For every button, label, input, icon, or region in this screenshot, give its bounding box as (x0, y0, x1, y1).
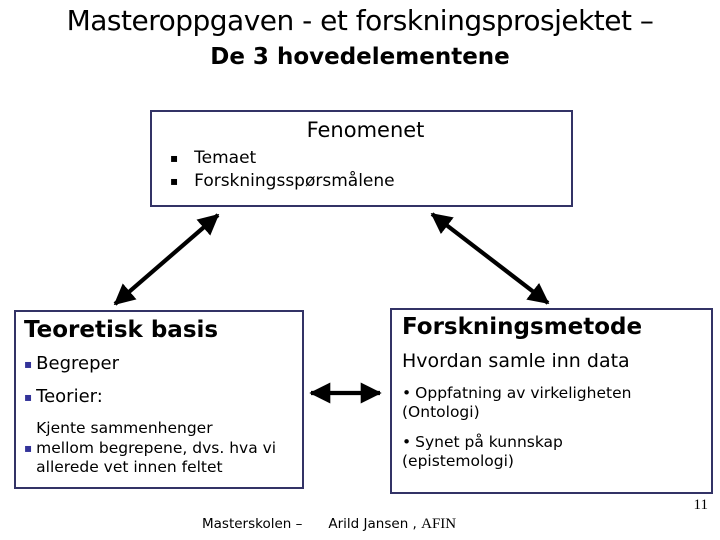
forskningsmetode-bullet: Oppfatning av virkeligheten (Ontologi) (402, 384, 632, 421)
list-item: ▪ Temaet (170, 148, 561, 168)
fenomenet-bullet: Forskningsspørsmålene (194, 171, 395, 191)
footer-author: Arild Jansen , (328, 516, 417, 532)
list-item: ▪ Forskningsspørsmålene (170, 171, 561, 191)
slide-subtitle: De 3 hovedelementene (210, 44, 510, 70)
footer-org: AFIN (421, 516, 457, 532)
teoretisk-bullet: Begreper (36, 353, 119, 375)
fenomenet-title: Fenomenet (306, 118, 425, 142)
square-bullet-icon: ▪ (24, 356, 33, 371)
list-item: ▪ Teorier: (24, 386, 294, 407)
arrow-fenomenet-teoretisk (113, 213, 220, 306)
square-bullet-icon: ▪ (170, 151, 179, 165)
list-item: •Synet på kunnskap (epistemologi) (402, 433, 703, 470)
page-number: 11 (693, 497, 708, 513)
slide-title: Masteroppgaven - et forskningsprosjektet… (66, 4, 654, 37)
arrow-fenomenet-forskningsmetode (430, 212, 550, 305)
fenomenet-bullet: Temaet (194, 148, 257, 168)
forskningsmetode-bullet: Synet på kunnskap (epistemologi) (402, 433, 563, 471)
footer: Masterskolen – Arild Jansen , AFIN (202, 516, 456, 533)
list-item: ▪ Kjente sammenhenger mellom begrepene, … (24, 419, 294, 477)
box-forskningsmetode: Forskningsmetode Hvordan samle inn data … (390, 308, 713, 494)
dot-bullet-icon: • (402, 433, 412, 452)
forskningsmetode-subtitle: Hvordan samle inn data (402, 350, 630, 373)
square-bullet-icon: ▪ (24, 441, 33, 456)
teoretisk-bullet: Teorier: (36, 386, 103, 408)
box-fenomenet: Fenomenet ▪ Temaet ▪ Forskningsspørsmåle… (150, 110, 573, 207)
forskningsmetode-title: Forskningsmetode (402, 314, 643, 340)
dot-bullet-icon: • (402, 384, 412, 403)
square-bullet-icon: ▪ (170, 174, 179, 188)
box-teoretisk-basis: Teoretisk basis ▪ Begreper ▪ Teorier: ▪ … (14, 310, 304, 489)
footer-school: Masterskolen – (202, 516, 303, 532)
teoretisk-bullet: Kjente sammenhenger mellom begrepene, dv… (36, 419, 277, 477)
list-item: •Oppfatning av virkeligheten (Ontologi) (402, 384, 703, 421)
teoretisk-title: Teoretisk basis (24, 317, 219, 343)
list-item: ▪ Begreper (24, 353, 294, 374)
square-bullet-icon: ▪ (24, 389, 33, 404)
